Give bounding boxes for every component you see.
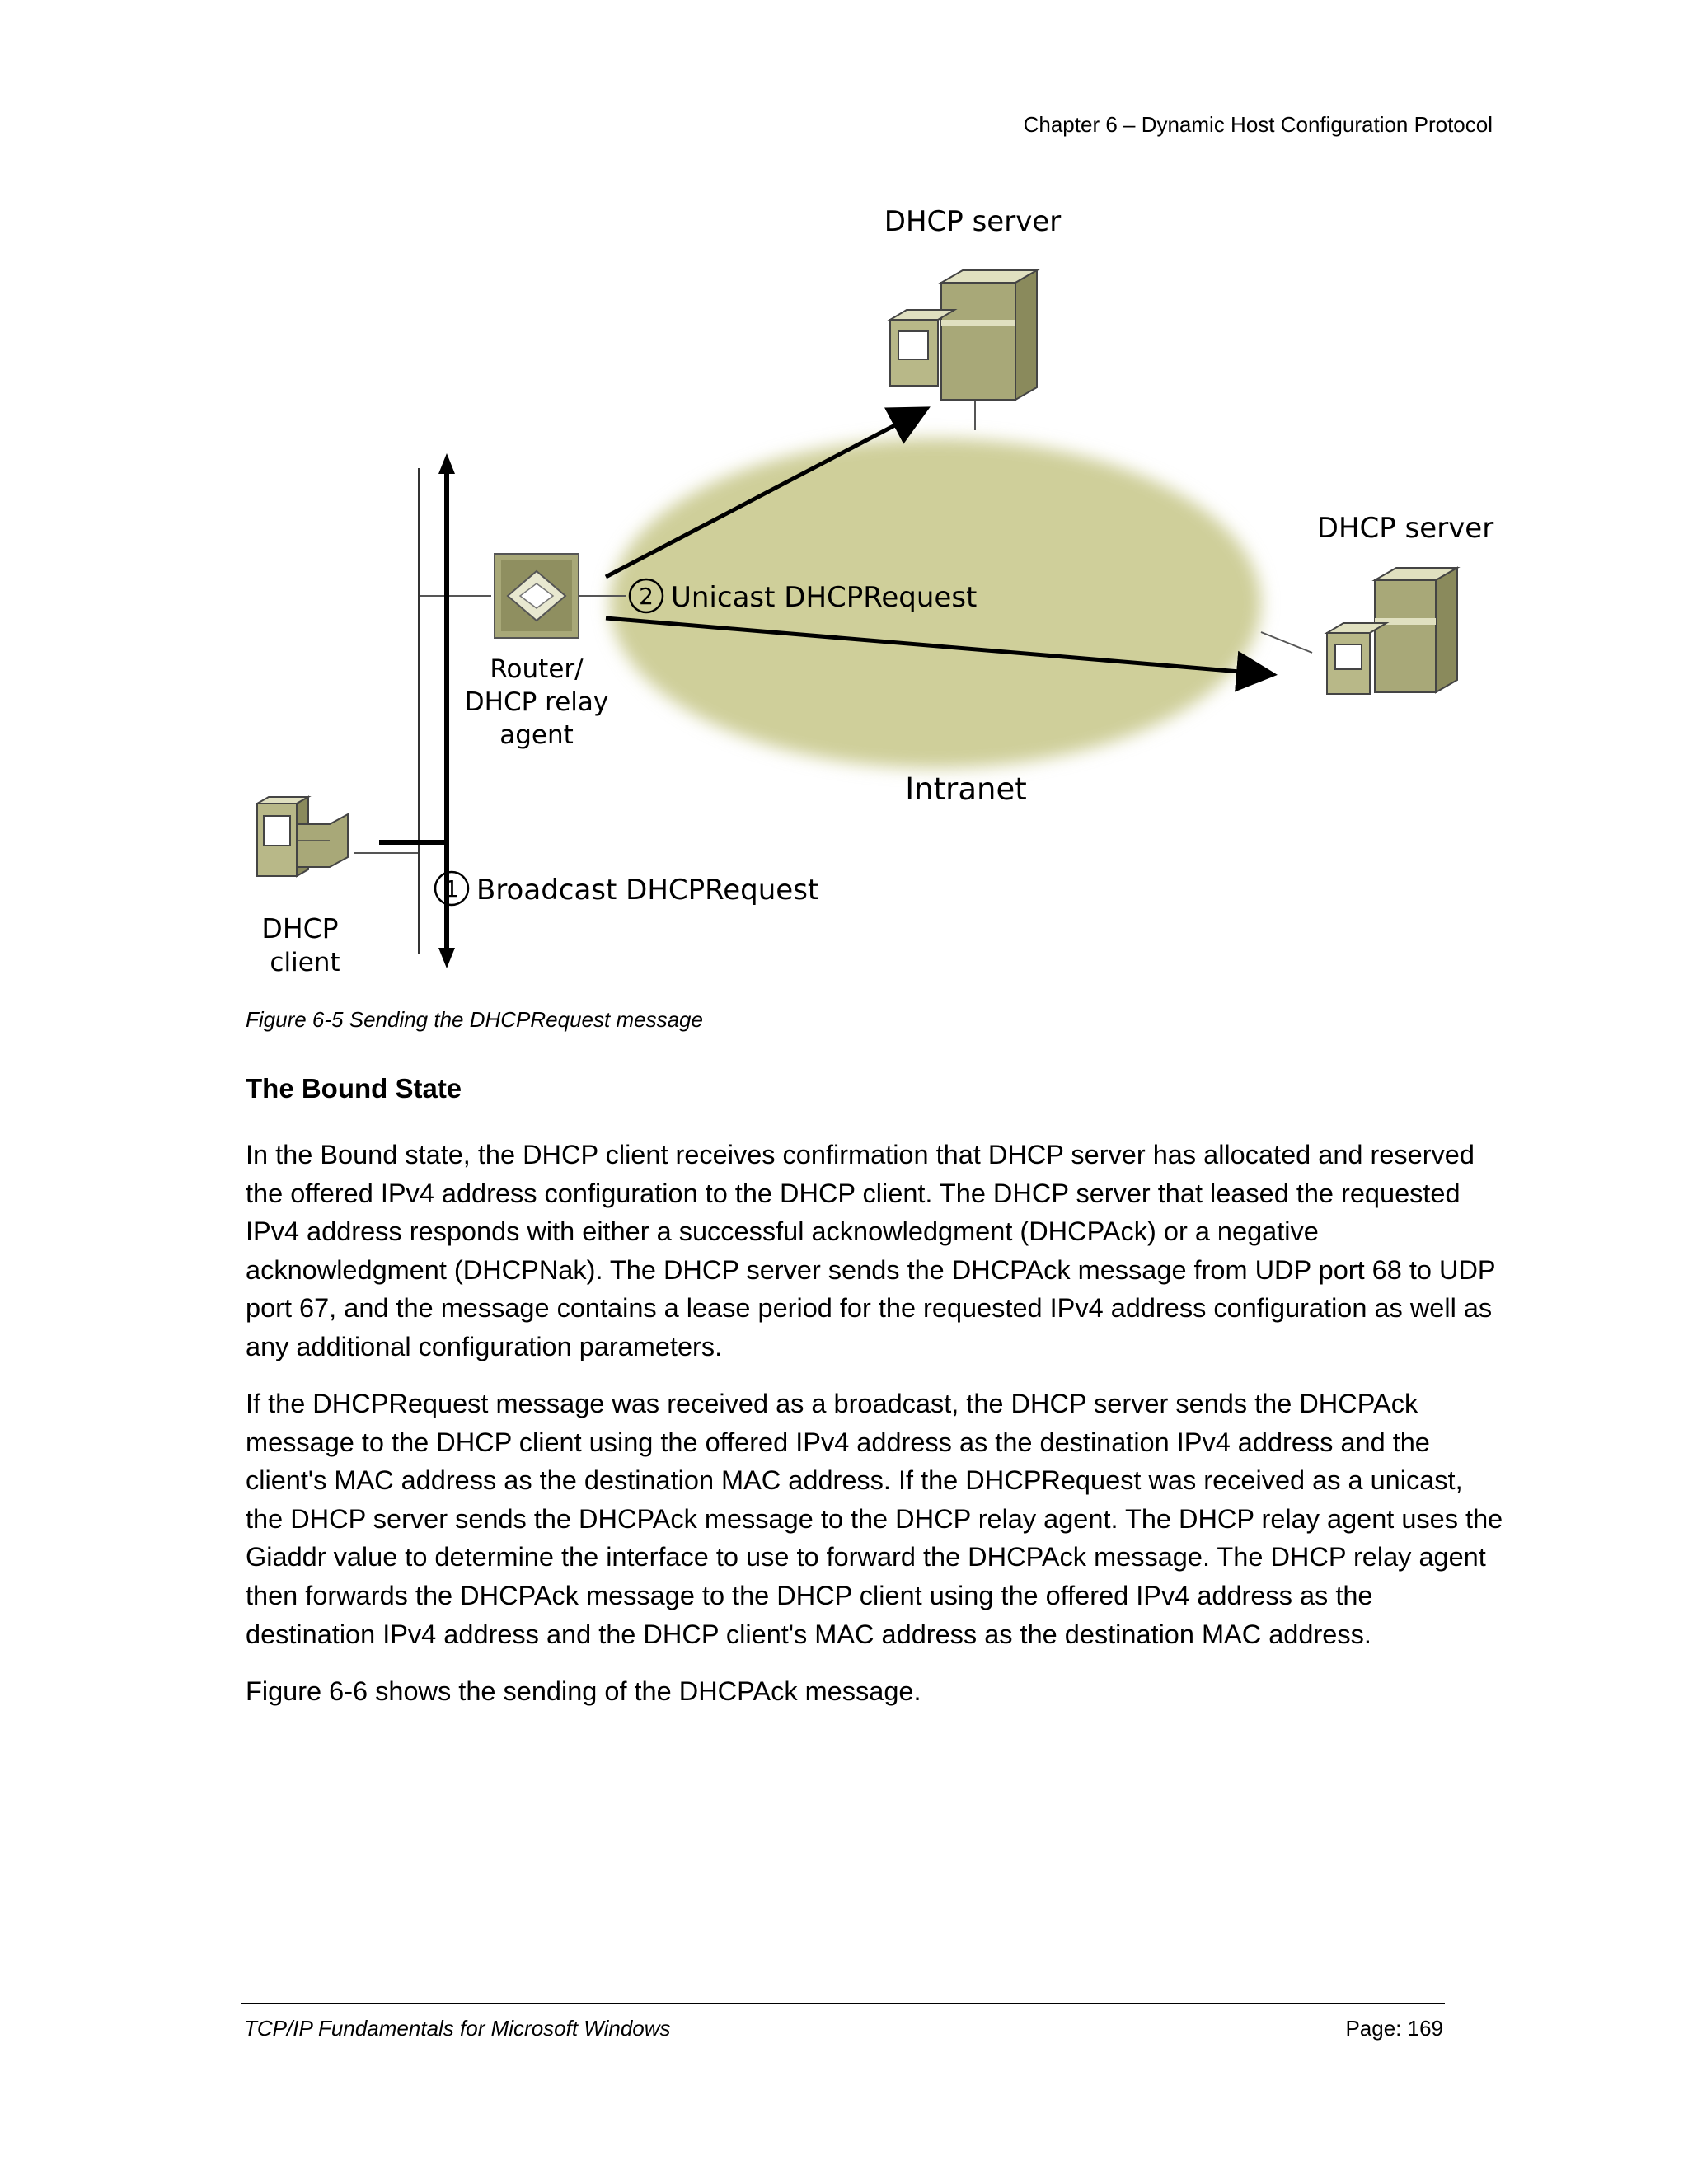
step1-circle (434, 870, 470, 907)
step2-circle (628, 578, 664, 614)
step1-number: 1 (444, 875, 459, 902)
intranet-label: Intranet (905, 771, 1026, 807)
page-header: Chapter 6 – Dynamic Host Configuration P… (1023, 112, 1493, 137)
broadcast-arrow-head-bottom (438, 948, 455, 968)
dhcp-client-icon (254, 795, 349, 878)
section-heading: The Bound State (246, 1073, 462, 1104)
client-label-line1: DHCP (261, 912, 338, 944)
router-label-line1: Router/ (490, 654, 584, 684)
footer-book-title: TCP/IP Fundamentals for Microsoft Window… (244, 2016, 671, 2041)
right-server-label: DHCP server (1317, 512, 1493, 545)
paragraph-1: In the Bound state, the DHCP client rece… (246, 1140, 1496, 1361)
unicast-arrow-top-server (604, 406, 931, 579)
router-label-line3: agent (499, 720, 574, 750)
router-label-line2: DHCP relay (465, 687, 608, 717)
unicast-arrow-right-server (605, 616, 1278, 692)
step1-label: Broadcast DHCPRequest (476, 874, 818, 907)
step2-number: 2 (639, 583, 654, 610)
top-dhcp-server-icon (887, 269, 1040, 401)
paragraph-2: If the DHCPRequest message was received … (246, 1389, 1503, 1649)
footer-rule (241, 2003, 1445, 2004)
right-dhcp-server-icon (1324, 566, 1461, 695)
paragraph-3: Figure 6-6 shows the sending of the DHCP… (246, 1676, 921, 1706)
top-server-label: DHCP server (884, 205, 1061, 238)
footer-page-number: Page: 169 (1345, 2016, 1443, 2041)
client-label-line2: client (270, 948, 340, 977)
dhcp-request-diagram: 2 1 DHCP server DHCP server Unicast DHCP… (254, 205, 1493, 977)
right-server-link (1260, 631, 1313, 654)
step2-label: Unicast DHCPRequest (671, 581, 977, 614)
figure-caption: Figure 6-5 Sending the DHCPRequest messa… (246, 1007, 703, 1032)
broadcast-arrow-head-top (438, 453, 455, 474)
intranet-cloud (610, 438, 1261, 768)
router-icon (494, 553, 579, 639)
